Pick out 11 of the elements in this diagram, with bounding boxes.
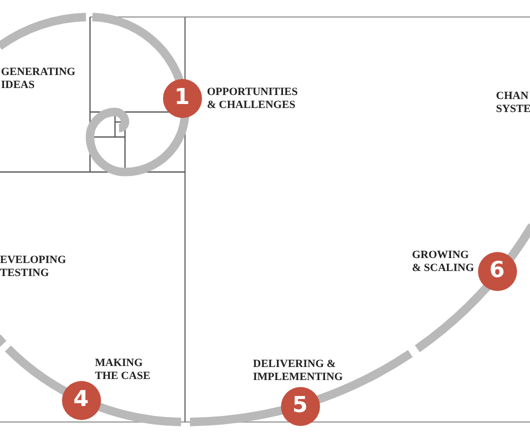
stage-label: DELIVERING & IMPLEMENTING: [253, 358, 343, 383]
stage-label: GENERATING IDEAS: [1, 66, 76, 91]
stage-label: GROWING & SCALING: [412, 249, 474, 274]
stage-label: OPPORTUNITIES & CHALLENGES: [207, 86, 298, 111]
step-number: 6: [489, 260, 505, 282]
step-number: 5: [292, 395, 308, 417]
step-number: 1: [174, 87, 190, 109]
step-number: 4: [73, 389, 89, 411]
stage-label: EVELOPING TESTING: [0, 254, 66, 279]
stage-label: CHAN SYSTE: [496, 90, 530, 115]
stage-label: MAKING THE CASE: [95, 357, 150, 382]
